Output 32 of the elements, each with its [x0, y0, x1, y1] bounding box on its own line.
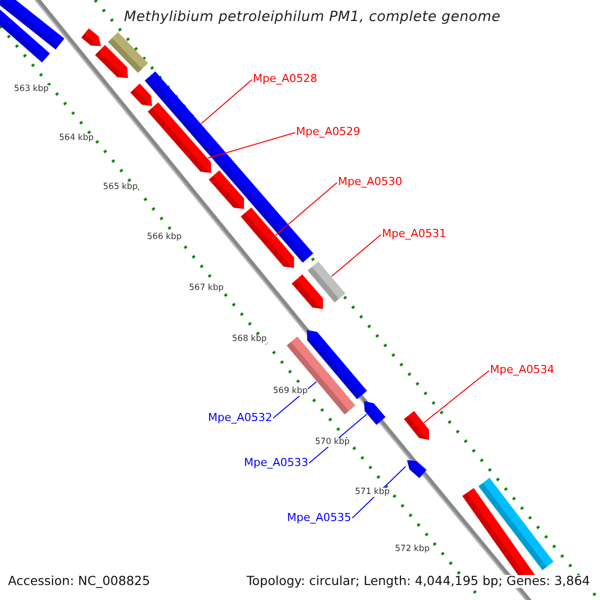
gene-label: Mpe_A0534 — [490, 364, 554, 375]
leader-line — [424, 370, 490, 424]
tick-label: 565 kbp — [103, 183, 138, 192]
tick-label: 571 kbp — [355, 488, 390, 496]
gene-feature — [148, 102, 211, 173]
tick-label: 566 kbp — [147, 233, 182, 242]
gene-feature — [364, 401, 386, 425]
tick-label: 569 kbp — [273, 387, 308, 396]
leader-line — [207, 132, 296, 159]
gene-label: Mpe_A0531 — [382, 228, 446, 239]
tick-label: 563 kbp — [14, 85, 49, 94]
gene-feature — [404, 410, 430, 440]
gene-feature — [407, 460, 427, 478]
accession-text: Accession: NC_008825 — [8, 575, 150, 588]
tick-label: 570 kbp — [315, 438, 350, 446]
gene-label: Mpe_A0533 — [244, 457, 308, 468]
tick-label: 564 kbp — [59, 134, 94, 142]
gene-label: Mpe_A0532 — [208, 412, 272, 423]
leader-line — [200, 79, 252, 124]
gene-label: Mpe_A0529 — [296, 126, 360, 137]
tick-label: 568 kbp — [232, 335, 267, 344]
tick-label: 572 kbp — [395, 545, 430, 554]
gene-label: Mpe_A0528 — [253, 73, 318, 84]
map-title: Methylibium petroleiphilum PM1, complete genome — [124, 10, 501, 24]
gene-feature — [240, 207, 294, 268]
gene-feature — [308, 261, 346, 303]
gene-label: Mpe_A0535 — [287, 512, 352, 523]
gene-label: Mpe_A0530 — [338, 176, 402, 187]
leader-line — [331, 234, 382, 277]
summary-text: Topology: circular; Length: 4,044,195 bp; Genes: 3,864 — [246, 575, 590, 588]
tick-label: 567 kbp — [189, 284, 224, 292]
leader-line — [275, 182, 338, 236]
